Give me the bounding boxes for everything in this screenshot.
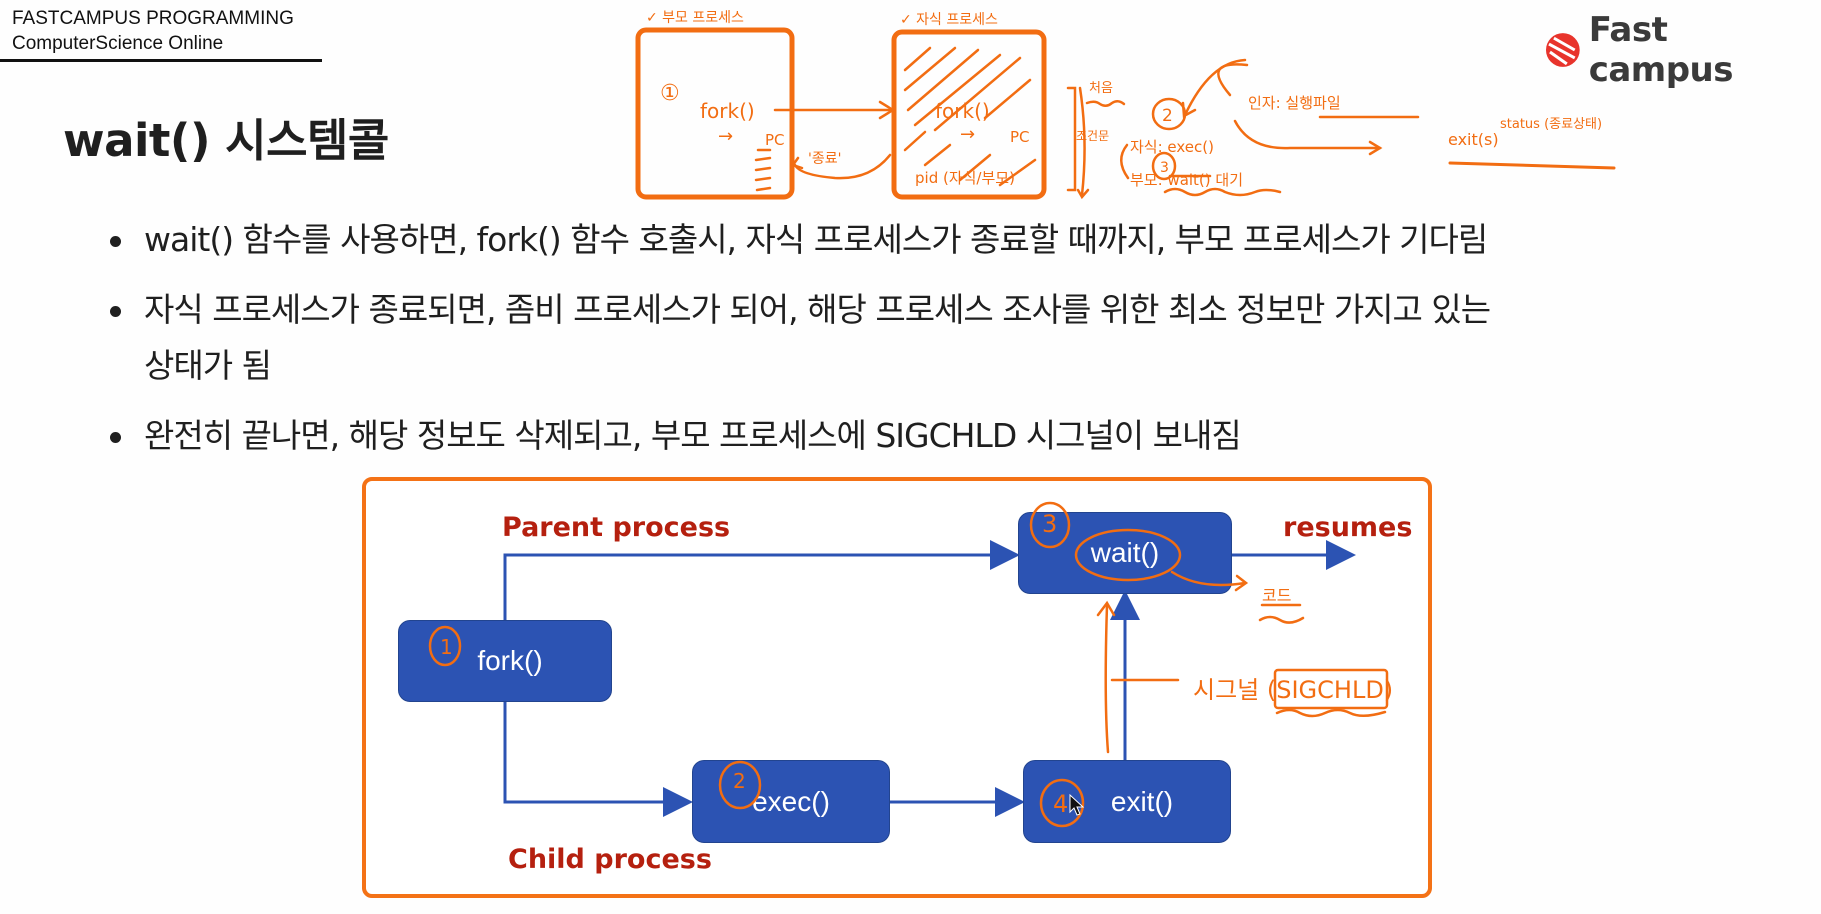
child-process-label: Child process — [508, 844, 712, 875]
bullet-list: wait() 함수를 사용하면, fork() 함수 호출시, 자식 프로세스가… — [108, 212, 1708, 478]
parent-sketch-title: ✓ 부모 프로세스 — [646, 10, 744, 26]
step-3-circle — [1151, 151, 1177, 181]
child-pc-arrow: → — [960, 124, 975, 145]
parent-pc-arrow: → — [718, 126, 733, 147]
step-4-circle — [1039, 778, 1085, 828]
bullet-dot — [110, 432, 121, 443]
step-2-circle-diagram — [718, 760, 762, 810]
bullet-text: wait() 함수를 사용하면, fork() 함수 호출시, 자식 프로세스가… — [144, 220, 1488, 259]
step-1-number: 1 — [440, 635, 453, 659]
return-arrow — [793, 153, 892, 180]
child-sketch-hatching — [903, 46, 1037, 187]
bullet-item: wait() 함수를 사용하면, fork() 함수 호출시, 자식 프로세스가… — [108, 212, 1708, 268]
resumes-label: resumes — [1283, 512, 1413, 543]
code-note: 코드 — [1262, 586, 1291, 605]
parent-wait-note: 부모: wait() 대기 — [1130, 171, 1243, 189]
parent-step-mark: ① — [660, 81, 680, 106]
bullet-continuation: 상태가 됨 — [144, 346, 272, 385]
course-subtitle-line: ComputerScience Online — [12, 33, 224, 54]
bullet-item: 완전히 끝나면, 해당 정보도 삭제되고, 부모 프로세스에 SIGCHLD 시… — [108, 408, 1708, 464]
parent-fork-text: fork() — [700, 99, 755, 123]
child-pc-label: PC — [1010, 128, 1030, 146]
child-pid-text: pid (자식/부모) — [915, 169, 1015, 187]
bullet-dot — [110, 236, 121, 247]
sigchld-box — [1273, 668, 1389, 710]
bullet-dot — [110, 306, 121, 317]
step-3-number: 3 — [1160, 160, 1169, 176]
wait-label: wait() — [1090, 537, 1160, 568]
header-divider — [0, 59, 322, 62]
logo-wordmark: Fast campus — [1588, 10, 1734, 90]
argument-note: 인자: 실행파일 — [1248, 94, 1341, 112]
step-3-number-diagram: 3 — [1042, 510, 1057, 538]
child-sketch-title: ✓ 자식 프로세스 — [900, 12, 998, 28]
parent-pc-label: PC — [765, 131, 785, 149]
signal-arrow — [1104, 603, 1110, 754]
exit-box: exit() — [1023, 760, 1231, 843]
child-sketch-box — [891, 29, 1047, 200]
child-path-arrow — [503, 700, 693, 817]
wait-highlight-circle — [1074, 528, 1182, 582]
course-brand-line: FASTCAMPUS PROGRAMMING — [12, 8, 294, 29]
parent-process-label: Parent process — [502, 512, 731, 543]
bullet-item: 자식 프로세스가 종료되면, 좀비 프로세스가 되어, 해당 프로세스 조사를 … — [108, 282, 1708, 394]
step-2-circle — [1151, 97, 1187, 131]
step-3-circle-diagram — [1029, 501, 1071, 549]
bullet-text: 완전히 끝나면, 해당 정보도 삭제되고, 부모 프로세스에 SIGCHLD 시… — [144, 416, 1242, 455]
first-note: 처음 — [1089, 81, 1113, 96]
mouse-cursor-icon — [1069, 793, 1085, 816]
step-2-number: 2 — [1162, 106, 1173, 126]
parent-path-arrow — [503, 540, 1020, 620]
parent-sketch-box — [635, 27, 795, 200]
child-exec-note: 자식: exec() — [1130, 138, 1214, 156]
status-note: status (종료상태) — [1500, 117, 1602, 132]
fastcampus-logo-icon — [1545, 33, 1580, 67]
exit-label: exit() — [1110, 785, 1174, 817]
exit-note: exit(s) — [1448, 130, 1499, 149]
fork-label: fork() — [477, 645, 543, 676]
step-1-circle — [428, 625, 462, 667]
child-fork-text: fork() — [935, 99, 990, 123]
step-2-number-diagram: 2 — [733, 769, 746, 793]
bracket — [1066, 86, 1077, 192]
bullet-text: 자식 프로세스가 종료되면, 좀비 프로세스가 되어, 해당 프로세스 조사를 … — [144, 290, 1491, 329]
signal-note: 시그널 (SIGCHLD) — [1193, 676, 1393, 704]
slide-title: wait() 시스템콜 — [63, 114, 389, 167]
code-arrow — [1170, 570, 1247, 587]
step-4-number: 4 — [1053, 790, 1068, 818]
fastcampus-logo: Fast campus — [1545, 10, 1821, 90]
return-label: '종료' — [808, 151, 841, 167]
condition-note: 조건문 — [1076, 129, 1109, 143]
exec-label: exec() — [752, 785, 830, 817]
